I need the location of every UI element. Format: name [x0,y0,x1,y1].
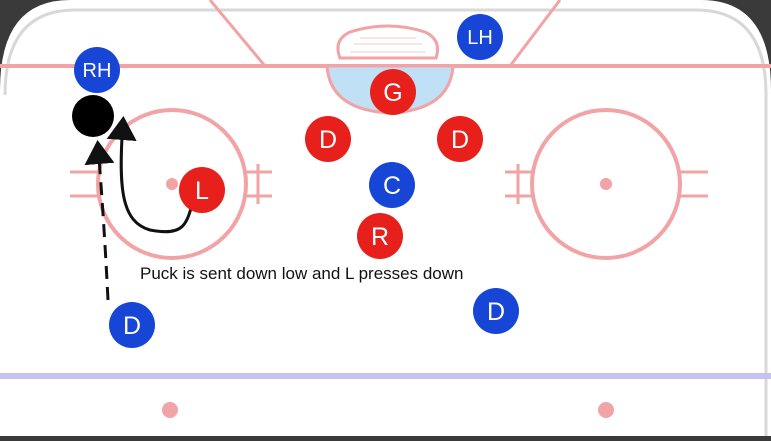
arrow-d-to-puck [84,140,115,301]
player-c: C [369,162,415,208]
player-d-blue-right: D [473,288,519,334]
boards-outline [3,8,768,436]
arrow-l-to-puck [106,116,194,234]
player-d-blue-left: D [109,302,155,348]
trapezoid-right [508,0,562,67]
player-d-red-left: D [305,116,351,162]
player-d-red-right: D [437,116,483,162]
diagram-caption: Puck is sent down low and L presses down [140,264,464,283]
goal-net [336,24,440,60]
player-lh: LH [457,14,503,60]
puck [72,95,114,137]
player-label: G [383,79,402,107]
player-r: R [357,213,403,259]
player-g: G [370,69,416,115]
player-rh: RH [74,47,120,93]
neutral-dot-left [162,402,178,418]
faceoff-circle-right [505,108,708,260]
neutral-dot-right [598,402,614,418]
player-label: LH [467,27,493,49]
player-label: C [383,172,401,200]
player-label: L [195,177,209,205]
player-label: D [451,126,469,154]
player-label: D [319,126,337,154]
player-label: D [487,298,505,326]
player-label: R [371,223,389,251]
trapezoid-left [208,0,267,67]
player-label: RH [83,60,112,82]
player-l: L [179,167,225,213]
faceoff-circle-left [70,108,272,260]
player-label: D [123,312,141,340]
